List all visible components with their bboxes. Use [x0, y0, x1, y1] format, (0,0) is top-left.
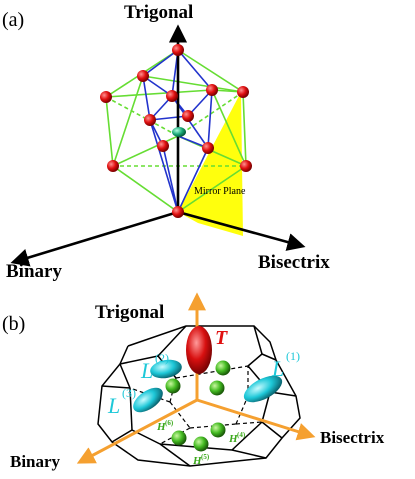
- center-atom: [172, 127, 186, 137]
- l2-pocket: [150, 359, 182, 379]
- svg-text:L: L: [271, 356, 284, 381]
- h-pockets: [165, 360, 231, 452]
- svg-text:(3): (3): [122, 386, 136, 400]
- panel-a: (a): [2, 2, 330, 282]
- svg-text:L: L: [107, 393, 120, 418]
- l3-label: L (3): [107, 386, 136, 418]
- trigonal-axis-label-a: Trigonal: [124, 2, 193, 23]
- t-pocket: [186, 326, 212, 374]
- svg-text:H: H: [192, 455, 202, 467]
- panel-b-label: (b): [2, 313, 25, 335]
- svg-text:(6): (6): [165, 419, 174, 427]
- binary-axis-label-a: Binary: [6, 261, 62, 282]
- l1-pocket: [243, 375, 283, 403]
- h4-label: H (4): [228, 431, 246, 445]
- svg-text:(1): (1): [286, 349, 300, 363]
- trigonal-axis-label-b: Trigonal: [95, 302, 164, 323]
- svg-text:(2): (2): [155, 351, 169, 365]
- l3-pocket: [133, 387, 163, 413]
- svg-text:H: H: [156, 421, 166, 433]
- h6-label: H (6): [156, 419, 174, 433]
- binary-axis-label-b: Binary: [10, 452, 61, 471]
- mirror-plane-label: Mirror Plane: [194, 186, 246, 197]
- svg-text:(4): (4): [237, 431, 246, 439]
- t-point-label: T: [215, 327, 228, 349]
- l1-label: L (1): [271, 349, 300, 381]
- atoms: [100, 44, 252, 218]
- l2-label: L (2): [140, 351, 169, 383]
- mirror-plane: [178, 92, 243, 236]
- panel-a-label: (a): [2, 9, 24, 31]
- h5-label: H (5): [192, 453, 210, 467]
- svg-text:(5): (5): [201, 453, 210, 461]
- bisectrix-axis-label-b: Bisectrix: [320, 428, 385, 447]
- svg-text:H: H: [228, 433, 238, 445]
- axes-a: [10, 24, 306, 267]
- svg-text:L: L: [140, 358, 153, 383]
- panel-b: (b): [2, 292, 385, 471]
- bisectrix-axis-label-a: Bisectrix: [258, 252, 330, 273]
